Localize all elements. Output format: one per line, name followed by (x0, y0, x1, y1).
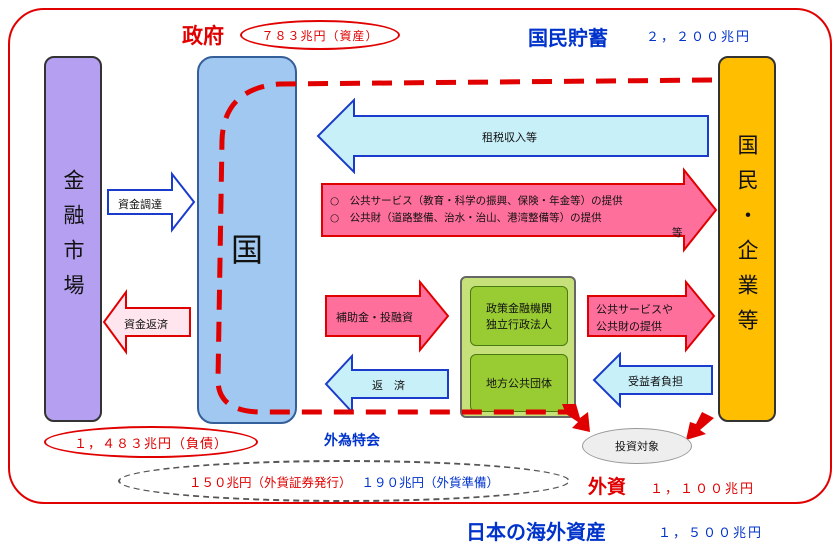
financial-market-label: 金融市場 (61, 169, 85, 309)
state-label: 国 (230, 231, 263, 269)
savings-title: 国民貯蓄 (528, 26, 608, 50)
state-box (197, 56, 297, 424)
fx-detail-2: １９０兆円（外貨準備） (361, 474, 500, 490)
fund-raising-arrow (107, 171, 196, 233)
fund-repay-label: 資金返済 (124, 318, 168, 331)
public-service-etc: 等 (672, 227, 683, 239)
outer-frame (8, 8, 832, 504)
public-service-arrow (321, 167, 718, 253)
overseas-assets-title: 日本の海外資産 (466, 520, 606, 544)
government-assets-oval: ７８３兆円（資産） (240, 20, 400, 50)
tax-label: 租税収入等 (482, 131, 537, 144)
fx-detail-1: １５０兆円（外貨証券発行） (188, 474, 352, 490)
repayment-label: 返 済 (372, 379, 405, 392)
policy-finance-line2: 独立行政法人 (486, 318, 552, 331)
local-service-line1: 公共サービスや (596, 303, 673, 316)
to-investment-arrow-left (562, 404, 590, 432)
tax-arrow (316, 97, 709, 175)
local-service-arrow (587, 279, 716, 353)
policy-finance-line1: 政策金融機関 (486, 302, 552, 315)
foreign-assets-title: 外資 (588, 476, 627, 498)
debt-oval: １，４８３兆円（負債） (44, 426, 258, 458)
subsidy-arrow (325, 279, 450, 353)
repayment-arrow (324, 353, 449, 415)
government-title: 政府 (182, 24, 224, 48)
public-service-line1: ○ 公共サービス（教育・科学の振興、保険・年金等）の提供 (330, 195, 623, 207)
government-boundary-dash (215, 77, 713, 415)
financial-market-pillar: 金融市場 (44, 56, 102, 422)
savings-amount: ２，２００兆円 (646, 30, 752, 45)
debt-label: １，４８３兆円（負債） (73, 436, 228, 452)
beneficiary-arrow (592, 351, 713, 409)
local-service-line2: 公共財の提供 (596, 320, 662, 333)
to-investment-arrow-right (686, 412, 714, 440)
investment-target-oval: 投資対象 (582, 428, 692, 464)
public-entities-box: 政策金融機関 独立行政法人 地方公共団体 (460, 276, 576, 418)
fx-special-label: 外為特会 (324, 433, 380, 449)
foreign-assets-amount: １，１００兆円 (650, 482, 756, 497)
local-government-box: 地方公共団体 (470, 354, 568, 412)
public-service-line2: ○ 公共財（道路整備、治水・治山、港湾整備等）の提供 (330, 212, 602, 224)
local-government-label: 地方公共団体 (486, 377, 552, 390)
people-pillar: 国民・企業等 (718, 56, 776, 422)
people-label: 国民・企業等 (735, 134, 759, 344)
government-assets-label: ７８３兆円（資産） (261, 28, 379, 43)
investment-target-label: 投資対象 (615, 440, 659, 453)
fx-detail-oval: １５０兆円（外貨証券発行） １９０兆円（外貨準備） (118, 460, 570, 502)
policy-finance-box: 政策金融機関 独立行政法人 (470, 286, 568, 346)
fund-raising-label: 資金調達 (118, 198, 162, 211)
fund-repay-arrow (102, 288, 191, 356)
subsidy-label: 補助金・投融資 (336, 311, 413, 324)
overseas-assets-amount: １，５００兆円 (658, 526, 764, 541)
beneficiary-label: 受益者負担 (628, 375, 683, 388)
